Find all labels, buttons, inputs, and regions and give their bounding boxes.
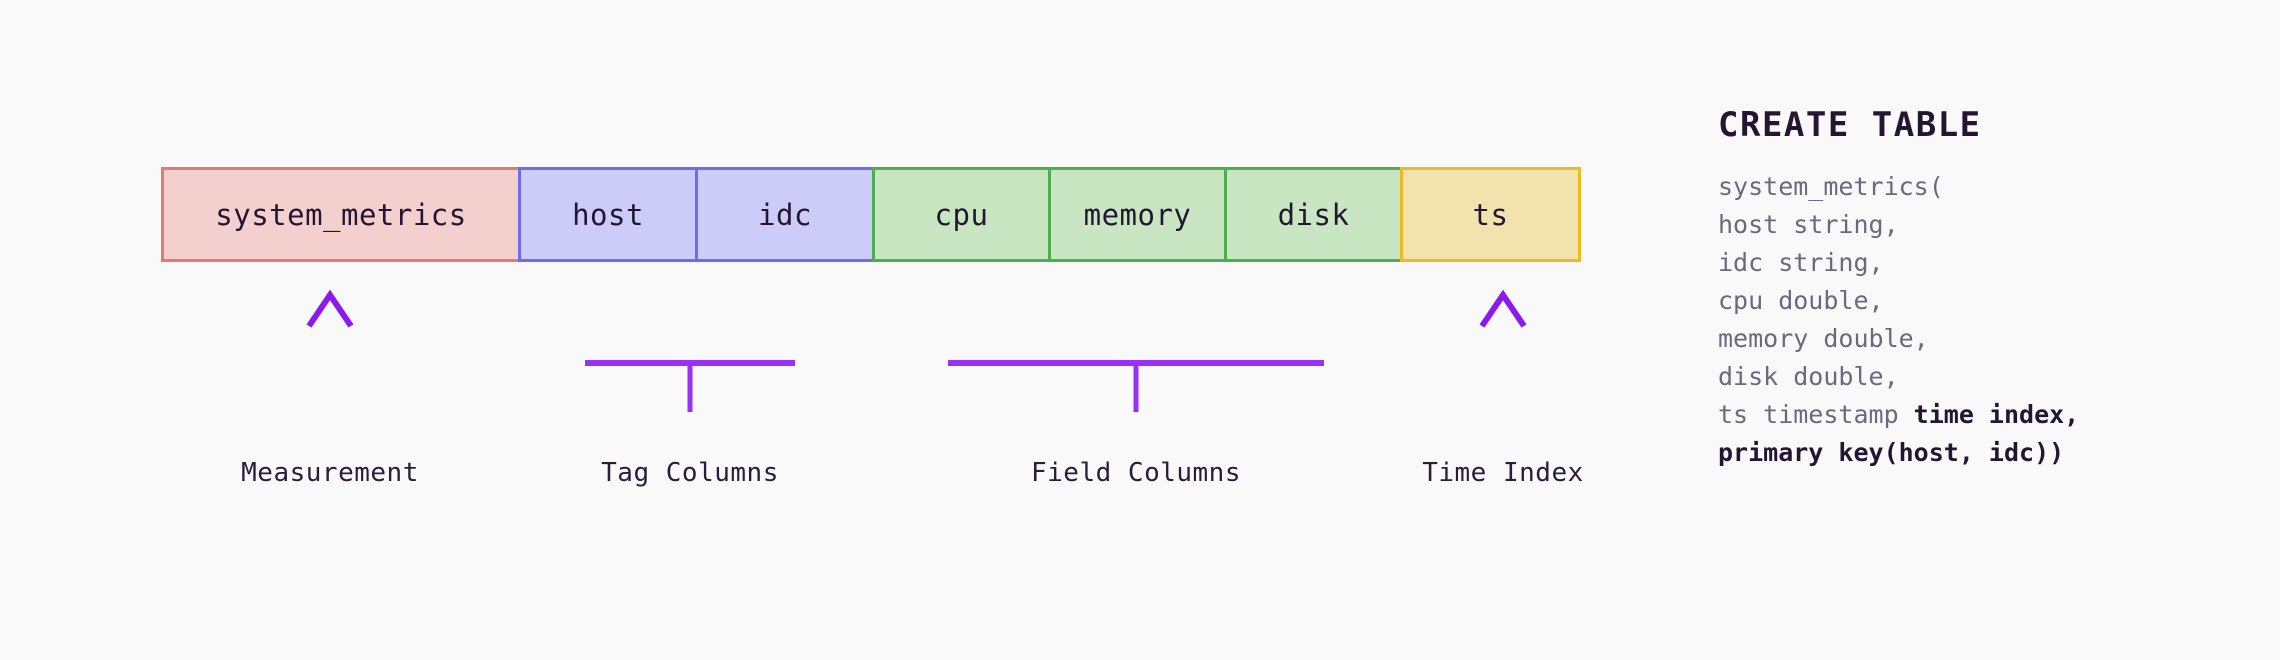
schema-cell-system_metrics[interactable]: system_metrics [161, 167, 521, 262]
code-segment: system_metrics( [1718, 172, 1944, 201]
annotation-label-tag-columns: Tag Columns [601, 458, 779, 488]
code-segment: ts timestamp [1718, 400, 1914, 429]
code-segment: disk double, [1718, 362, 1899, 391]
annotation-label-time-index: Time Index [1422, 458, 1584, 488]
code-segment: cpu double, [1718, 286, 1884, 315]
schema-cell-label: disk [1277, 197, 1350, 232]
schema-cell-cpu[interactable]: cpu [872, 167, 1051, 262]
schema-cell-ts[interactable]: ts [1400, 167, 1581, 262]
code-segment: time index, [1913, 400, 2080, 429]
schema-cell-idc[interactable]: idc [695, 167, 875, 262]
schema-cell-label: host [572, 197, 644, 232]
code-segment: host string, [1718, 210, 1899, 239]
code-segment: memory double, [1718, 324, 1929, 353]
annotation-label-measurement: Measurement [241, 458, 419, 488]
annotation-arrow-head [1479, 289, 1527, 328]
schema-cell-label: ts [1472, 197, 1509, 232]
schema-cell-label: system_metrics [215, 197, 467, 232]
create-table-panel: CREATE TABLE system_metrics( host string… [1718, 108, 2238, 472]
annotation-label-field-columns: Field Columns [1031, 458, 1241, 488]
schema-cell-label: cpu [934, 197, 989, 232]
code-segment: idc string, [1718, 248, 1884, 277]
schema-cell-label: memory [1083, 197, 1192, 232]
annotation-arrow-head [306, 289, 354, 328]
schema-cell-disk[interactable]: disk [1224, 167, 1403, 262]
code-panel-body: system_metrics( host string, idc string,… [1718, 168, 2238, 472]
schema-strip: system_metrics host idc cpu memory disk ts [161, 167, 1581, 262]
schema-cell-host[interactable]: host [518, 167, 698, 262]
code-segment: primary key(host, idc)) [1718, 438, 2065, 467]
code-panel-title: CREATE TABLE [1718, 105, 1982, 145]
schema-cell-label: idc [758, 197, 812, 232]
schema-cell-memory[interactable]: memory [1048, 167, 1227, 262]
